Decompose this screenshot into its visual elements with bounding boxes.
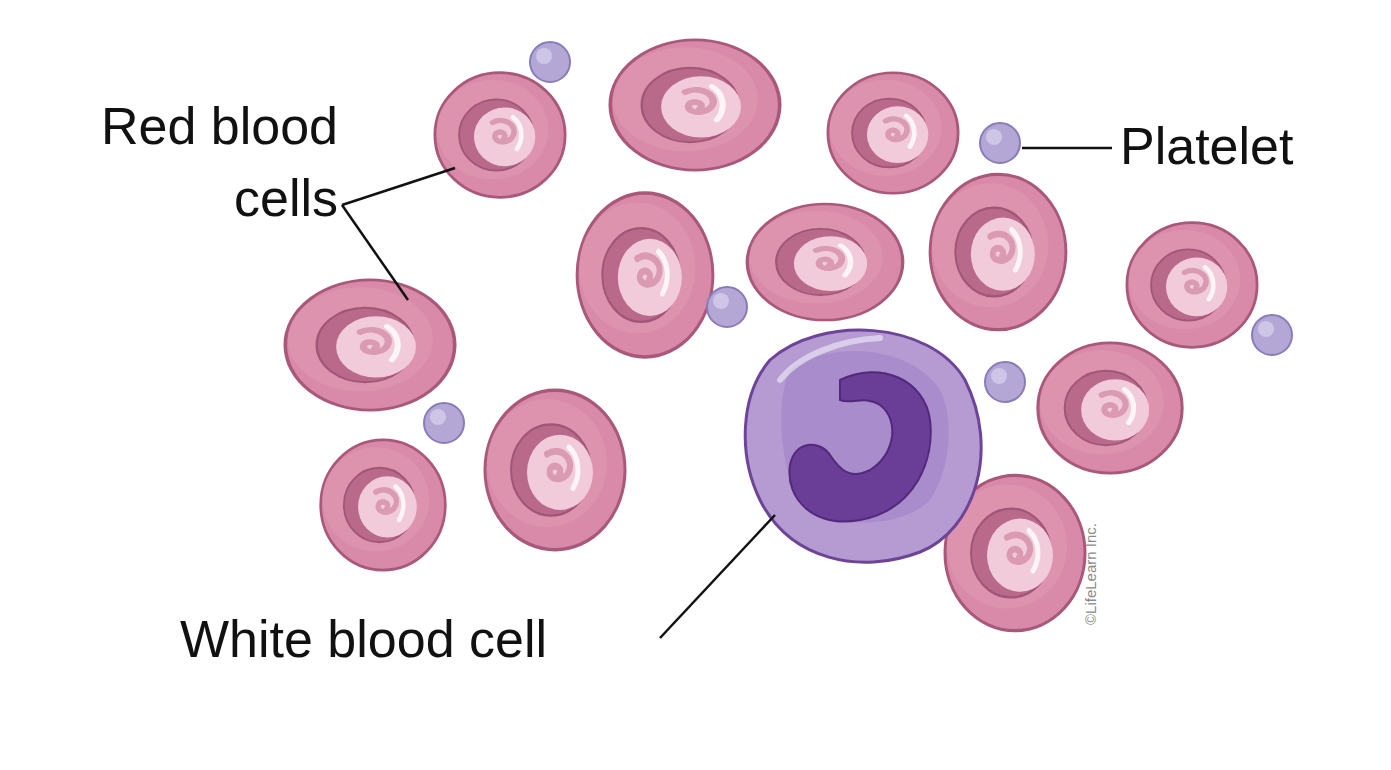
platelet (707, 287, 747, 327)
part-label: White blood cell (180, 603, 547, 675)
red-blood-cell (485, 390, 625, 550)
red-blood-cell (435, 73, 565, 198)
leader-lines (342, 148, 1112, 638)
platelet (424, 403, 464, 443)
red-blood-cell (930, 174, 1066, 329)
platelet (985, 362, 1025, 402)
leader-line (342, 168, 455, 205)
red-blood-cell (1038, 343, 1182, 473)
red-blood-cell (747, 204, 902, 320)
platelet (1252, 315, 1292, 355)
part-label: Red blood cells (20, 90, 338, 234)
platelet (530, 42, 570, 82)
leader-line (660, 515, 775, 638)
leader-line (342, 205, 408, 300)
red-blood-cell (828, 73, 958, 193)
red-blood-cell (1127, 223, 1257, 348)
red-blood-cell (577, 193, 713, 357)
red-blood-cell (610, 40, 779, 170)
white-blood-cell (745, 330, 981, 562)
leader-line (1022, 147, 1112, 150)
red-blood-cell (285, 280, 454, 410)
part-label: Platelet (1120, 110, 1293, 182)
platelet (980, 123, 1020, 163)
watermark: ©LifeLearn Inc. (1082, 523, 1100, 625)
red-blood-cell (321, 440, 446, 570)
